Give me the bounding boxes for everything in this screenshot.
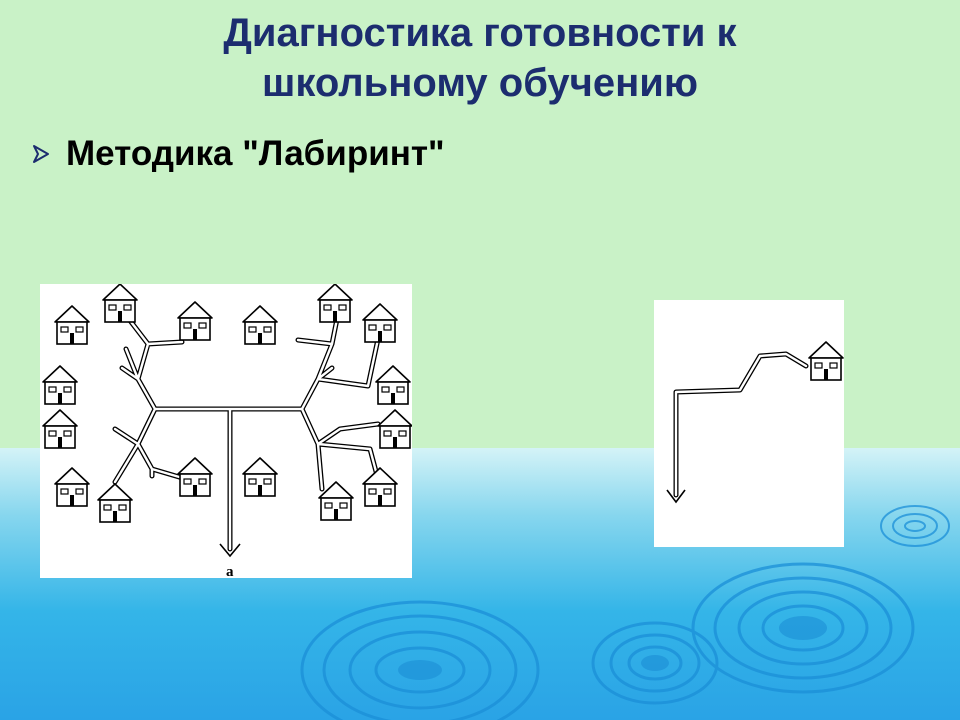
arrow-right-icon (33, 145, 49, 163)
bullet-text: Методика "Лабиринт" (66, 134, 445, 173)
water-ripples (300, 505, 950, 720)
slide-title: Диагностика готовности к школьному обуче… (0, 8, 960, 108)
labyrinth-sample-figure (654, 300, 844, 547)
labyrinth-figure-a: а (40, 283, 413, 580)
bullet-item: Методика "Лабиринт" (30, 134, 445, 174)
title-line-1: Диагностика готовности к (223, 11, 737, 55)
title-line-2: школьному обучению (262, 61, 698, 105)
labyrinth-label-a: а (226, 564, 234, 578)
